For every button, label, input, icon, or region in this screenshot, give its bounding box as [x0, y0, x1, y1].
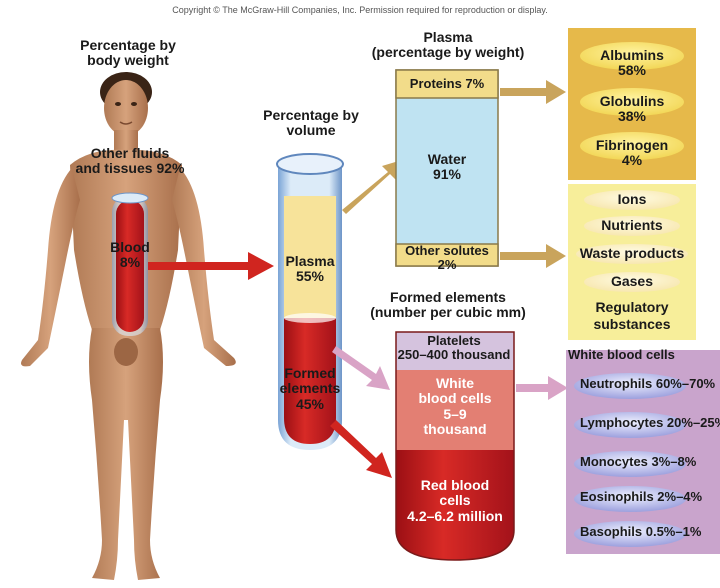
wbc-line2: blood cells — [418, 390, 492, 407]
formed-heading: Formed elements (number per cubic mm) — [350, 289, 546, 321]
test-tube — [276, 153, 344, 450]
rbc-line1: Red blood — [420, 477, 490, 493]
tube-formed-label: Formed elements 45% — [276, 365, 344, 412]
wbc-basophils: Basophils 0.5%–1% — [580, 525, 720, 545]
rbc-count-label: Red blood cells 4.2–6.2 million — [388, 477, 522, 524]
formed-heading-line2: (number per cubic mm) — [370, 304, 526, 321]
water-line1: Water — [427, 151, 467, 167]
tube-to-rbc-arrow — [330, 420, 392, 478]
solutes-line1: Other solutes — [405, 243, 489, 258]
tube-to-plasma-arrow — [342, 160, 402, 214]
volume-heading-line2: volume — [286, 122, 336, 139]
protein-globulins: Globulins 38% — [580, 93, 684, 125]
plasma-column — [395, 69, 499, 267]
neutrophils-label: Neutrophils 60%–70% — [580, 377, 716, 391]
platelets-line1: Platelets — [427, 333, 481, 348]
globulins-label: Globulins — [599, 93, 665, 109]
water-label: Water 91% — [396, 151, 498, 183]
volume-heading-line1: Percentage by — [263, 107, 359, 123]
proteins-arrow — [500, 80, 566, 104]
other-fluids-line2: and tissues 92% — [75, 160, 185, 177]
platelets-label: Platelets 250–400 thousand — [366, 333, 542, 363]
plasma-heading-line2: (percentage by weight) — [371, 44, 525, 61]
wbc-line1: White — [435, 375, 475, 391]
body-heading-line2: body weight — [87, 52, 169, 69]
albumins-value: 58% — [617, 62, 647, 79]
solute-gases: Gases — [610, 273, 654, 289]
wbc-line4: thousand — [423, 421, 487, 438]
body-heading-line1: Percentage by — [80, 37, 176, 53]
solute-regulatory: Regulatory — [595, 299, 669, 315]
tube-plasma-line2: 55% — [295, 268, 325, 285]
solute-waste: Waste products — [579, 245, 685, 261]
wbc-monocytes: Monocytes 3%–8% — [580, 455, 720, 475]
solute-nutrients: Nutrients — [601, 217, 663, 233]
proteins-label: Proteins 7% — [409, 76, 485, 91]
solute-ions: Ions — [617, 191, 647, 207]
monocytes-label: Monocytes 3%–8% — [580, 455, 697, 469]
rbc-line2: cells — [439, 492, 471, 509]
blood-label: Blood 8% — [100, 239, 160, 271]
protein-fibrinogen: Fibrinogen 4% — [580, 137, 684, 169]
wbc-panel-title: White blood cells — [568, 348, 675, 362]
tube-to-wbc-arrow — [332, 346, 390, 390]
copyright-notice: Copyright © The McGraw-Hill Companies, I… — [172, 5, 548, 15]
solutes-arrow — [500, 244, 566, 268]
wbc-eosinophils: Eosinophils 2%–4% — [580, 490, 720, 510]
globulins-value: 38% — [617, 108, 647, 125]
wbc-line3: 5–9 — [443, 405, 467, 422]
tube-plasma-label: Plasma 55% — [276, 253, 344, 285]
blood-line2: 8% — [119, 254, 141, 271]
eosinophils-label: Eosinophils 2%–4% — [580, 490, 703, 504]
other-fluids-label: Other fluids and tissues 92% — [50, 145, 210, 177]
body-blood-tube — [111, 192, 149, 336]
plasma-heading-line1: Plasma — [423, 29, 473, 45]
fibrinogen-label: Fibrinogen — [595, 137, 669, 153]
albumins-label: Albumins — [600, 47, 664, 63]
blood-line1: Blood — [110, 239, 150, 255]
other-fluids-line1: Other fluids — [90, 145, 170, 161]
tube-formed-line3: 45% — [295, 395, 325, 412]
body-weight-heading: Percentage by body weight — [58, 37, 198, 69]
water-line2: 91% — [432, 166, 462, 183]
tube-plasma-line1: Plasma — [285, 253, 335, 269]
wbc-lymphocytes: Lymphocytes 20%–25% — [580, 416, 720, 436]
solute-substances: substances — [593, 316, 671, 332]
tube-formed-line1: Formed — [284, 365, 336, 381]
fibrinogen-value: 4% — [621, 152, 643, 169]
platelets-line2: 250–400 thousand — [397, 347, 511, 363]
wbc-neutrophils: Neutrophils 60%–70% — [580, 377, 720, 397]
wbc-arrow — [516, 376, 568, 400]
other-solutes-label: Other solutes 2% — [386, 243, 508, 273]
body-to-tube-arrow — [148, 252, 274, 280]
formed-heading-line1: Formed elements — [390, 289, 506, 305]
formed-elements-column — [395, 331, 515, 561]
plasma-heading: Plasma (percentage by weight) — [360, 29, 536, 61]
wbc-count-label: White blood cells 5–9 thousand — [396, 375, 514, 438]
protein-albumins: Albumins 58% — [580, 47, 684, 79]
solutes-line2: 2% — [437, 257, 457, 273]
tube-formed-line2: elements — [279, 380, 341, 397]
volume-heading: Percentage by volume — [246, 107, 376, 139]
basophils-label: Basophils 0.5%–1% — [580, 525, 702, 539]
lymphocytes-label: Lymphocytes 20%–25% — [580, 416, 720, 430]
rbc-line3: 4.2–6.2 million — [407, 507, 503, 524]
